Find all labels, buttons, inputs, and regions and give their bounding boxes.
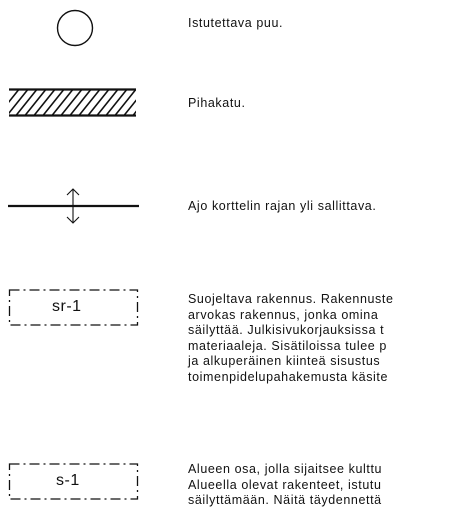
dashdot-box-sr1 [8, 289, 139, 326]
legend-item-5-text: Alueen osa, jolla sijaitsee kulttu Aluee… [188, 462, 383, 507]
legend-item-1-text: Istutettava puu. [188, 16, 284, 30]
hatched-bar-icon [9, 88, 136, 117]
dashdot-box-s1 [8, 463, 139, 500]
legend-item-3-text: Ajo korttelin rajan yli sallittava. [188, 199, 377, 213]
box-label-sr1: sr-1 [52, 298, 82, 315]
arrow-line-icon [8, 188, 139, 224]
legend-item-4-text: Suojeltava rakennus. Rakennuste arvokas … [188, 292, 394, 384]
legend-item-2-text: Pihakatu. [188, 96, 246, 110]
circle-icon [56, 9, 94, 47]
box-label-s1: s-1 [56, 472, 80, 489]
